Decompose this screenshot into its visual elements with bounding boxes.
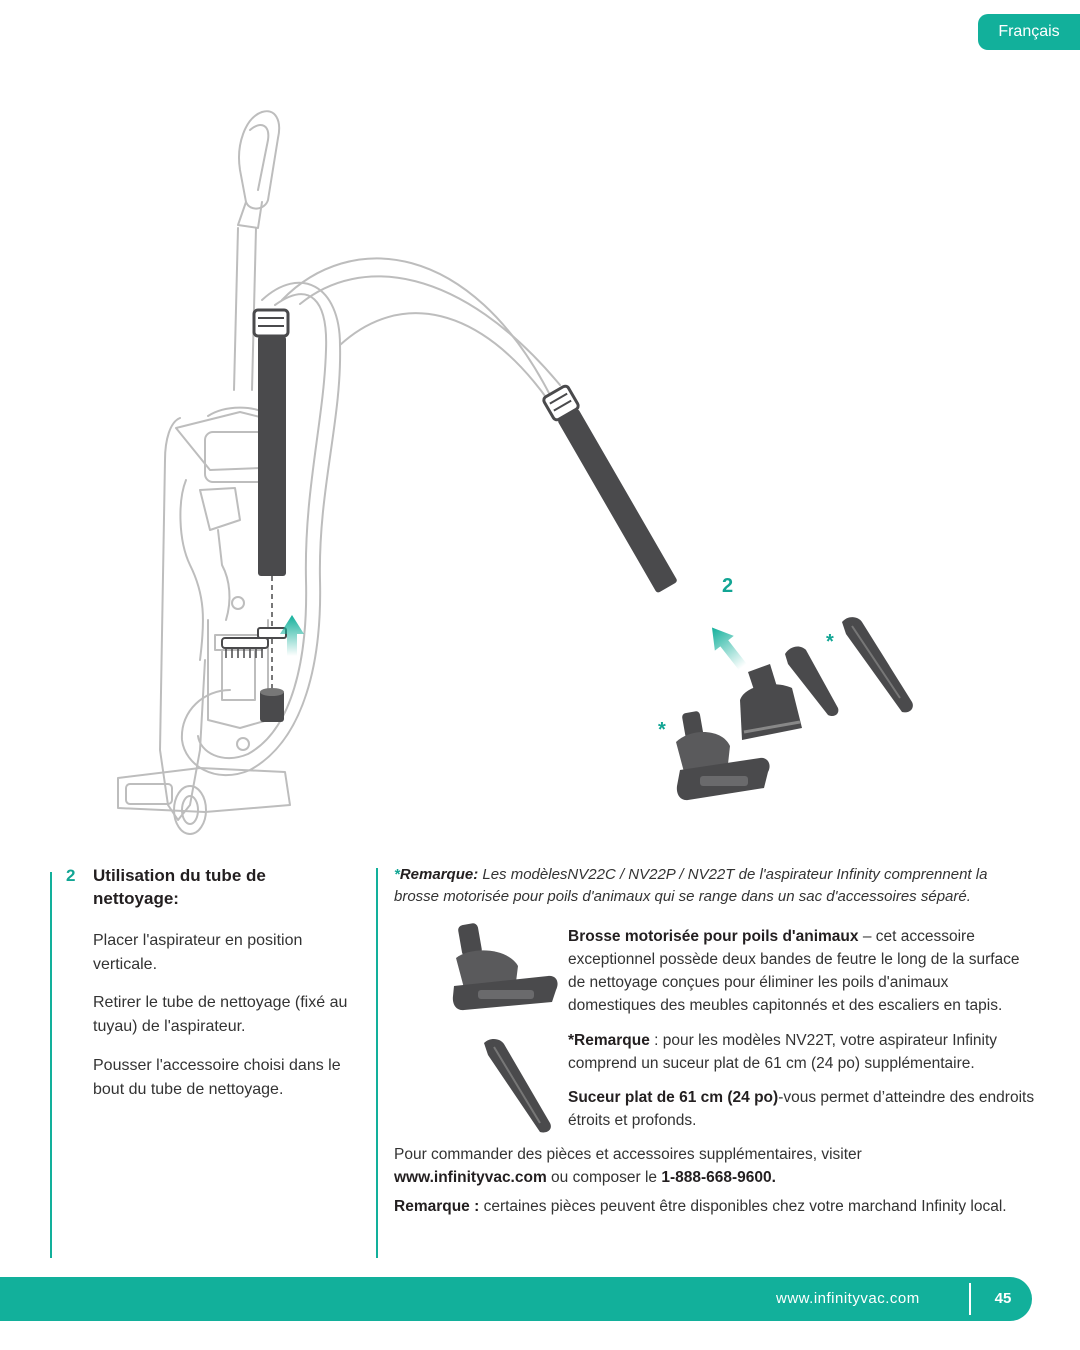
right-column-rule <box>376 868 378 1258</box>
note-label: Remarque: <box>399 866 479 883</box>
arrow-diagonal-icon <box>711 627 747 670</box>
order-phone: 1-888-668-9600. <box>661 1169 776 1186</box>
step-2-label: 2 <box>722 575 733 597</box>
order-text-1: Pour commander des pièces et accessoires… <box>394 1146 862 1163</box>
note-text: Les modèlesNV22C / NV22P / NV22T de l'as… <box>394 866 988 905</box>
short-crevice-tool-icon <box>785 646 839 717</box>
attachment-socket <box>260 690 284 722</box>
footer-separator <box>969 1283 971 1315</box>
pet-brush-icon <box>452 923 558 1011</box>
footer-url[interactable]: www.infinityvac.com <box>776 1290 920 1307</box>
order-text-2: ou composer le <box>546 1169 662 1186</box>
vacuum-illustration: 2 * * <box>117 110 913 835</box>
pet-brush-title: Brosse motorisée pour poils d'animaux <box>568 928 859 945</box>
arrow-up-icon <box>280 615 304 656</box>
nv22t-note-text: : pour les modèles NV22T, votre aspirate… <box>568 1032 998 1072</box>
nv22t-note: *Remarque : pour les modèles NV22T, votr… <box>568 1029 1038 1075</box>
body-brush-icon <box>221 637 269 658</box>
crevice-text: -vous permet d’atteindre des endroits ét… <box>568 1089 1035 1129</box>
cleaning-tube-vertical <box>258 336 286 576</box>
step-paragraph-2: Retirer le tube de nettoyage (fixé au tu… <box>93 994 348 1035</box>
hose-cuff-left <box>252 308 290 338</box>
pet-brush-icon-illustration <box>676 711 770 801</box>
step-paragraph-3: Pousser l'accessoire choisi dans le bout… <box>93 1057 341 1098</box>
long-crevice-tool-icon-small <box>484 1038 551 1133</box>
language-tab[interactable]: Français <box>978 14 1080 50</box>
crevice-title: Suceur plat de 61 cm (24 po) <box>568 1089 779 1106</box>
order-website-link[interactable]: www.infinityvac.com <box>394 1169 547 1186</box>
left-column-rule <box>50 872 52 1258</box>
note-star: * <box>394 866 400 883</box>
step-title: Utilisation du tube de nettoyage: <box>93 866 266 908</box>
dealer-note-text: certaines pièces peuvent être disponible… <box>479 1198 1007 1215</box>
star-label-crevice: * <box>826 631 834 653</box>
model-note: *Remarque: Les modèlesNV22C / NV22P / NV… <box>394 864 1034 908</box>
dealer-note-label: Remarque : <box>394 1198 480 1215</box>
dusting-brush-icon <box>740 664 802 740</box>
dealer-note: Remarque : certaines pièces peuvent être… <box>394 1195 1014 1218</box>
nv22t-note-label: *Remarque <box>568 1032 650 1049</box>
pet-brush-description: Brosse motorisée pour poils d'animaux – … <box>568 925 1038 1017</box>
star-label-brush: * <box>658 719 666 741</box>
page-number: 45 <box>994 1290 1012 1307</box>
cleaning-tube-angled <box>542 384 677 593</box>
step-number: 2 <box>66 866 76 885</box>
footer-bar: www.infinityvac.com 45 <box>0 1277 1032 1321</box>
order-info: Pour commander des pièces et accessoires… <box>394 1143 1014 1189</box>
step-paragraph-1: Placer l'aspirateur en position vertical… <box>93 932 303 973</box>
vacuum-body <box>117 110 561 835</box>
crevice-description: Suceur plat de 61 cm (24 po)-vous permet… <box>568 1086 1038 1132</box>
pet-brush-text: – cet accessoire exceptionnel possède de… <box>568 928 1020 1014</box>
long-crevice-tool-icon <box>842 617 913 713</box>
